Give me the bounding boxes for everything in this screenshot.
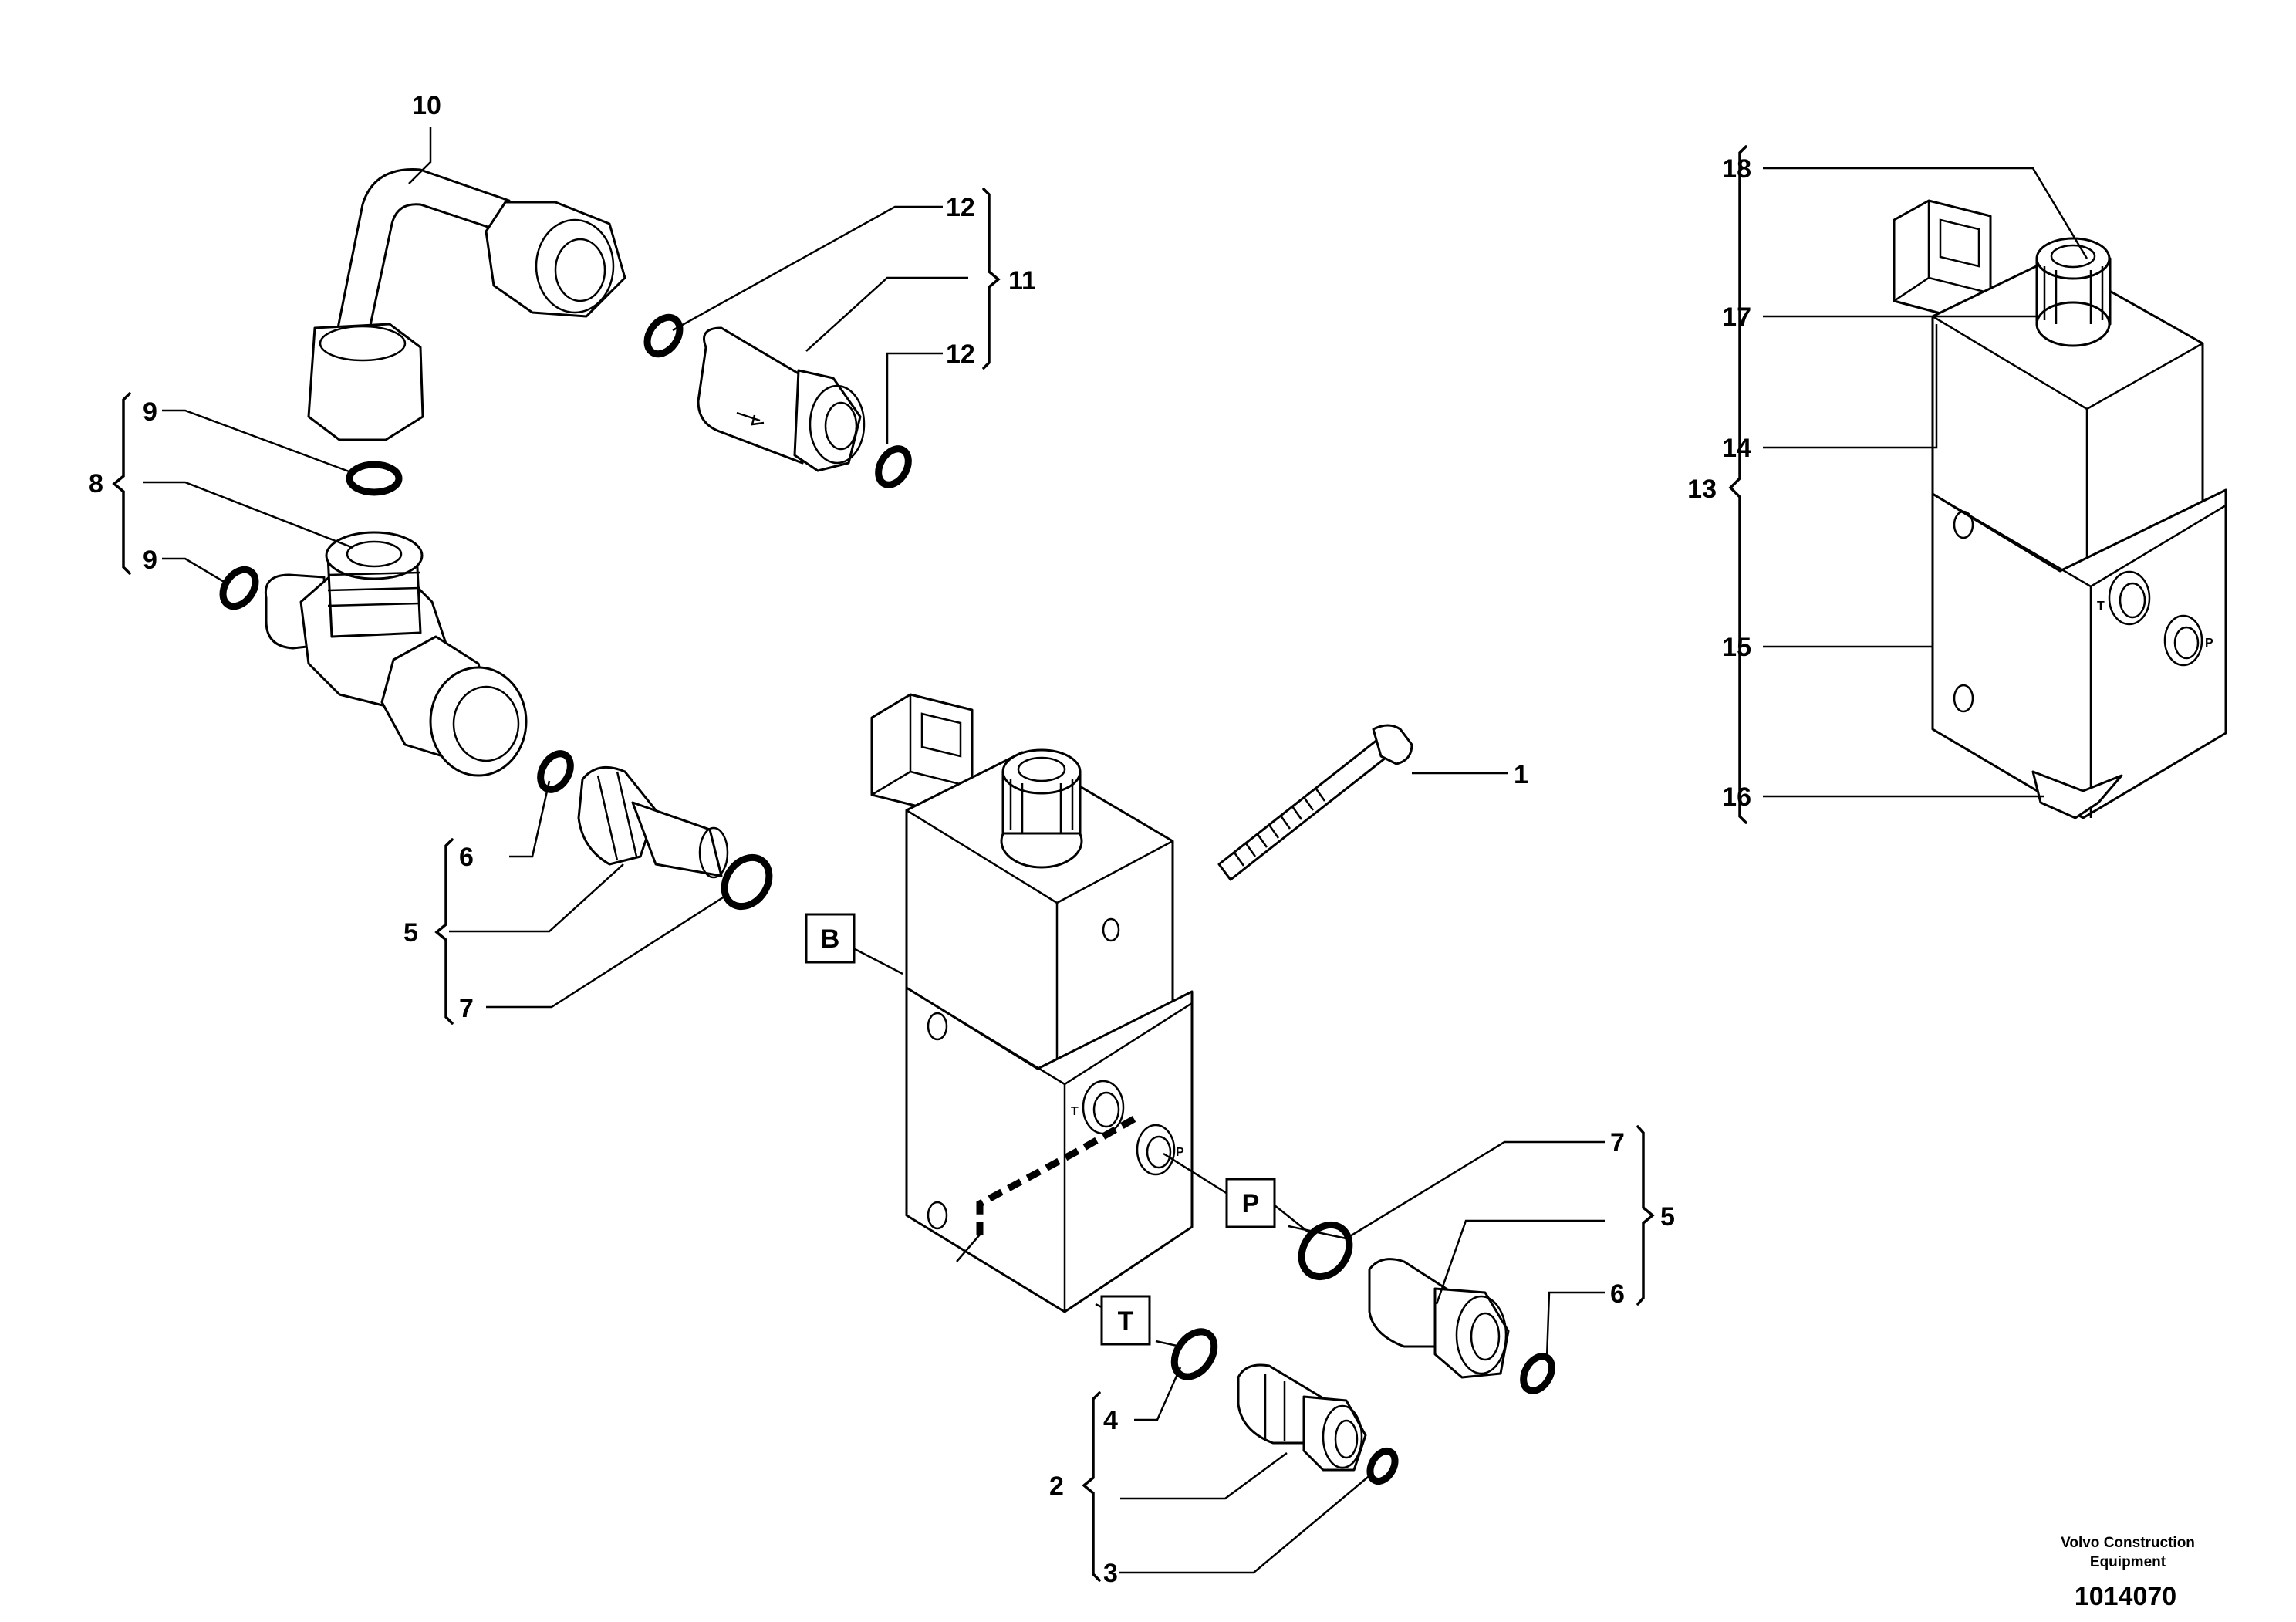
port-label-p: P [1225,1178,1276,1228]
figure-footer: Volvo Construction Equipment 1014070 [2061,1535,2195,1611]
o-ring-3 [1366,1448,1399,1485]
o-ring-12-lower [875,445,912,488]
maker-line-2: Equipment [2090,1554,2166,1570]
brace-11 [982,188,1001,370]
callout-12-top: 12 [946,193,975,222]
brace-5-right [1636,1125,1655,1306]
callout-6-right: 6 [1610,1279,1625,1309]
grouping-braces [112,145,1747,1582]
brace-5-left [434,838,454,1025]
callout-14: 14 [1722,434,1751,463]
port-mark-t-main: T [1071,1105,1079,1118]
brace-13 [1728,145,1747,824]
adapter-part-2 [1237,1363,1367,1472]
bolt-part-1 [1217,724,1413,881]
solenoid-valve-assembly: T P [870,693,1194,1313]
callout-9-bottom: 9 [143,546,157,575]
o-ring-7-left [721,853,773,911]
callout-7-right: 7 [1610,1128,1625,1157]
callout-15: 15 [1722,633,1751,662]
port-mark-p-detail: P [2205,637,2213,650]
callout-numbers: 10 12 11 12 9 8 9 1 6 5 7 7 5 6 4 2 3 18… [89,91,1751,1588]
o-ring-9-upper [346,461,403,496]
callout-5-left: 5 [403,918,418,948]
callout-8: 8 [89,469,103,498]
o-ring-7-right [1298,1221,1353,1281]
callout-18: 18 [1722,154,1751,184]
svg-text:B: B [821,924,840,954]
port-mark-t-detail: T [2097,600,2105,613]
callout-12-bottom: 12 [946,340,975,369]
callout-1: 1 [1514,760,1528,789]
o-ring-9-lower [219,566,259,610]
brace-2 [1082,1391,1101,1582]
svg-text:T: T [1118,1306,1134,1336]
bent-pipe-part-10 [307,168,626,441]
callout-9-top: 9 [143,397,157,427]
port-label-b: B [805,913,856,964]
callout-17: 17 [1722,302,1751,332]
maker-line-1: Volvo Construction [2061,1535,2195,1551]
solenoid-valve-detail-part-13: T P [1893,199,2227,819]
o-ring-12-upper [643,313,684,358]
callout-6-left: 6 [459,843,474,872]
callout-3: 3 [1103,1559,1118,1588]
leader-lines [143,127,2088,1574]
callout-7-left: 7 [459,994,474,1023]
o-rings [219,313,1555,1485]
callout-10: 10 [412,91,441,120]
brace-8 [112,392,131,575]
callout-11: 11 [1008,266,1036,296]
adapter-part-5-left [577,765,729,879]
callout-13: 13 [1687,475,1717,504]
tee-fitting-part-8 [264,531,528,777]
port-label-t: T [1100,1295,1151,1346]
o-ring-4 [1170,1328,1218,1380]
o-ring-6-left [537,750,574,793]
adapter-part-5-right [1368,1258,1510,1379]
figure-number: 1014070 [2075,1582,2176,1611]
check-valve-part-11 [697,326,866,472]
callout-2: 2 [1049,1472,1064,1501]
port-mark-p-main: P [1176,1146,1184,1159]
callout-4: 4 [1103,1406,1118,1435]
svg-text:P: P [1242,1189,1260,1218]
o-ring-6-right [1520,1353,1555,1394]
callout-16: 16 [1722,782,1751,812]
callout-5-right: 5 [1660,1202,1675,1232]
